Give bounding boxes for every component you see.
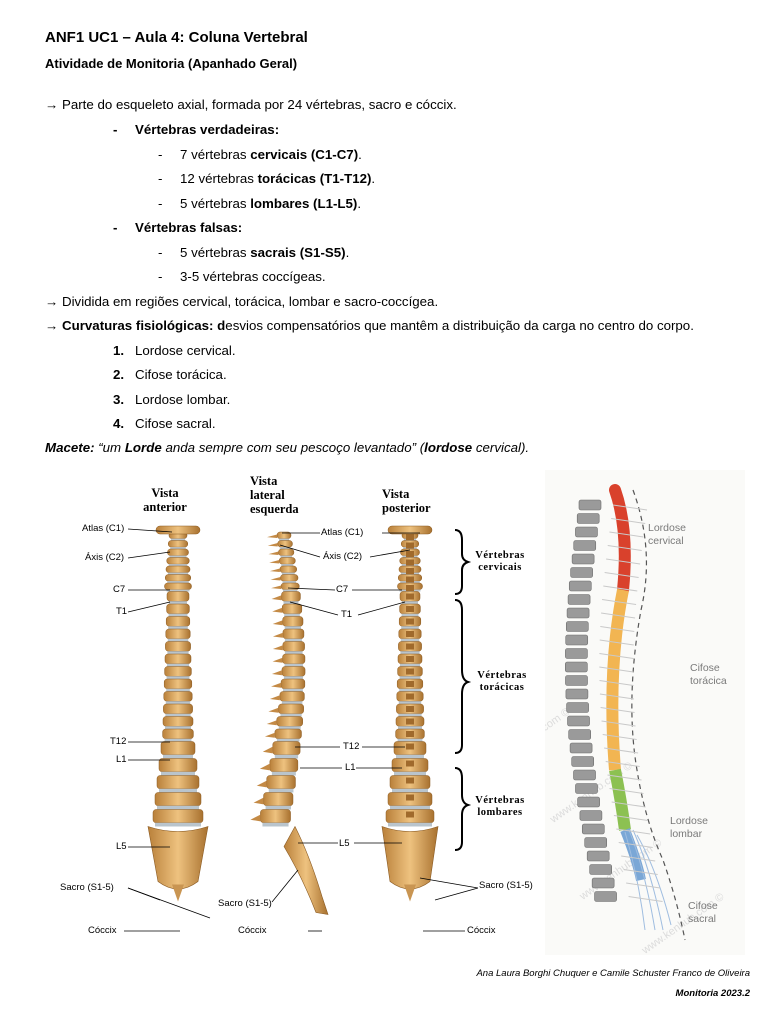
spine-views-figure <box>40 470 540 950</box>
falsas-heading: -Vértebras falsas: <box>113 220 243 235</box>
view-title-posterior: Vista posterior <box>382 487 431 515</box>
label-lordose-lombar: Lordose lombar <box>670 815 708 840</box>
list-item-coccigeas: -3-5 vértebras coccígeas. <box>158 269 326 284</box>
colored-spine-svg: www.kenhub.com © www.kenhub.com © www.ke… <box>393 484 727 957</box>
dash-bullet: - <box>113 122 118 137</box>
label-cifose-sacral: Cifose sacral <box>688 900 718 925</box>
list-item-sacrais: -5 vértebras sacrais (S1-S5). <box>158 245 350 260</box>
label-sacro-left: Sacro (S1-5) <box>60 882 114 893</box>
label-coccix-mid: Cóccix <box>238 925 267 936</box>
macete-line: Macete: “um Lorde anda sempre com seu pe… <box>45 440 530 455</box>
curve-item-4: 4.Cifose sacral. <box>113 416 216 431</box>
label-t12-left: T12 <box>110 736 127 747</box>
anterior-spine <box>147 525 209 902</box>
label-t1-mid: T1 <box>341 609 353 620</box>
label-lordose-cervical: Lordose cervical <box>648 522 686 547</box>
view-title-anterior: Vista anterior <box>143 486 187 514</box>
label-t1-left: T1 <box>116 606 128 617</box>
verdadeiras-heading: -Vértebras verdadeiras: <box>113 122 280 137</box>
page-subtitle: Atividade de Monitoria (Apanhado Geral) <box>45 56 298 71</box>
label-l5-mid: L5 <box>339 838 350 849</box>
list-item-toracicas: -12 vértebras torácicas (T1-T12). <box>158 171 376 186</box>
label-l1-mid: L1 <box>345 762 356 773</box>
svg-text:www.kenhub.com ©: www.kenhub.com © <box>545 706 572 772</box>
list-item-lombares: -5 vértebras lombares (L1-L5). <box>158 196 362 211</box>
curve-item-1: 1.Lordose cervical. <box>113 343 236 358</box>
page-title: ANF1 UC1 – Aula 4: Coluna Vertebral <box>45 29 308 46</box>
label-cifose-toracica: Cifose torácica <box>690 662 727 687</box>
label-atlas-left: Atlas (C1) <box>82 523 125 534</box>
curve-item-3: 3.Lordose lombar. <box>113 392 231 407</box>
group-brackets <box>454 529 472 851</box>
label-axis-mid: Áxis (C2) <box>323 551 363 562</box>
regioes-line: → Dividida em regiões cervical, torácica… <box>45 294 439 309</box>
label-c7-left: C7 <box>113 584 126 595</box>
view-title-lateral: Vista lateral esquerda <box>250 474 299 516</box>
curvaturas-line: → Curvaturas fisiológicas: desvios compe… <box>45 318 694 333</box>
label-t12-mid: T12 <box>343 741 360 752</box>
group-label-cervicais: Vértebras cervicais <box>475 550 525 573</box>
group-label-toracicas: Vértebras torácicas <box>477 670 527 693</box>
leader-lines <box>124 528 479 932</box>
lateral-spine <box>250 531 329 915</box>
label-l5-left: L5 <box>116 841 127 852</box>
posterior-spine <box>381 525 439 902</box>
group-label-lombares: Vértebras lombares <box>475 795 525 818</box>
curvature-illustration: www.kenhub.com © www.kenhub.com © www.ke… <box>393 470 745 957</box>
label-l1-left: L1 <box>116 754 127 765</box>
label-sacro-mid: Sacro (S1-5) <box>218 898 272 909</box>
label-atlas-mid: Atlas (C1) <box>321 527 364 538</box>
label-c7-mid: C7 <box>336 584 349 595</box>
label-coccix-left: Cóccix <box>88 925 117 936</box>
list-item-cervicais: -7 vértebras cervicais (C1-C7). <box>158 147 362 162</box>
label-coccix-right: Cóccix <box>467 925 496 936</box>
intro-line: → Parte do esqueleto axial, formada por … <box>45 97 457 112</box>
label-axis-left: Áxis (C2) <box>85 552 125 563</box>
spine-illustration <box>124 525 479 932</box>
label-sacro-right: Sacro (S1-5) <box>479 880 533 891</box>
footer-authors: Ana Laura Borghi Chuquer e Camile Schust… <box>476 968 750 979</box>
curve-item-2: 2.Cifose torácica. <box>113 367 227 382</box>
footer-term: Monitoria 2023.2 <box>675 988 750 999</box>
